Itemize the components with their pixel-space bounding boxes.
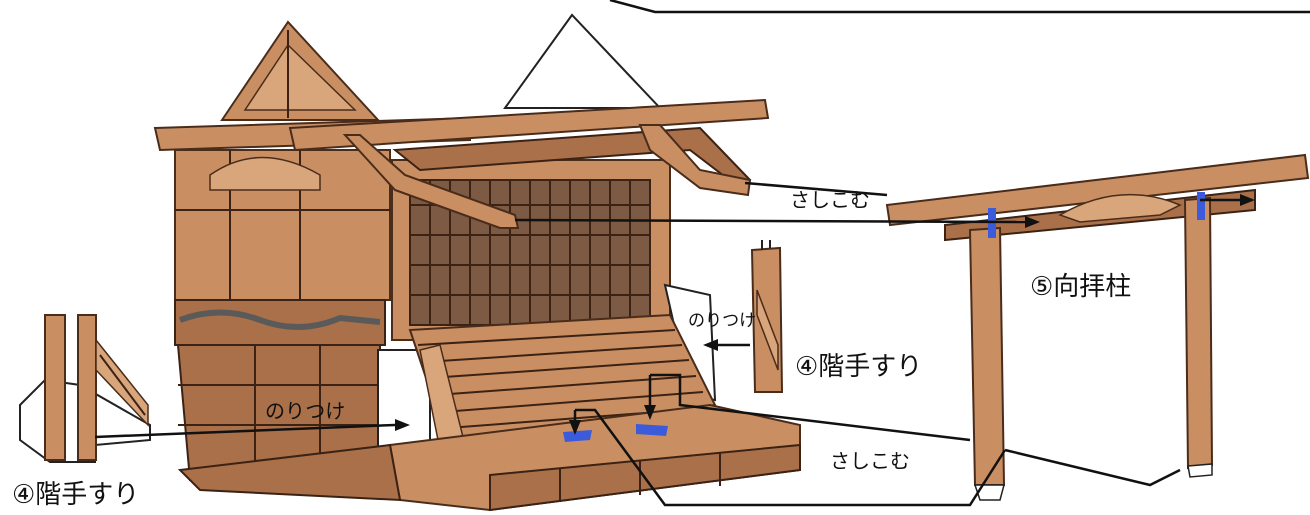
pillar-part: [885, 153, 1310, 515]
label-part4-left: ④階手すり: [12, 480, 139, 510]
label-noritsuke-right: のりつけ: [688, 311, 756, 331]
label-noritsuke-left: のりつけ: [265, 399, 345, 423]
left-handrail-part: [19, 314, 151, 463]
blue-marker-right: [636, 424, 668, 436]
right-handrail-part: [750, 240, 784, 393]
top-leader-line: [609, 0, 1310, 14]
blue-marker-pillar-right: [1197, 192, 1205, 220]
label-part4-right: ④階手すり: [795, 352, 922, 382]
label-part5: ⑤向拝柱: [1030, 272, 1131, 302]
shrine-body: [153, 20, 801, 512]
connector-lines: [94, 181, 1255, 507]
gable-outline: [503, 13, 663, 109]
label-sashikomu-upper: さしこむ: [790, 188, 870, 212]
label-sashikomu-lower: さしこむ: [830, 449, 910, 473]
blue-marker-left: [563, 430, 592, 442]
